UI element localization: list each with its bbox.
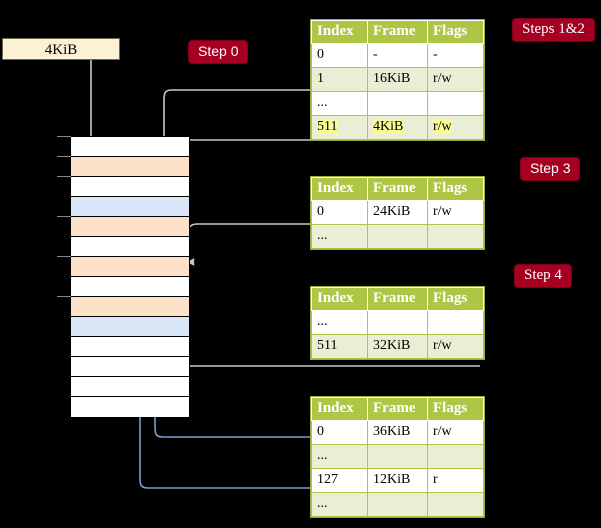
- virtual-address-label: 4KiB: [44, 42, 78, 58]
- badge-step-3: Step 3: [521, 158, 580, 180]
- memory-frame-row: [71, 277, 189, 297]
- table-cell: 24KiB: [367, 200, 428, 225]
- memory-frame-row: [71, 257, 189, 277]
- table-cell: [367, 310, 428, 335]
- table-row: ...: [311, 492, 484, 517]
- table-cell: [367, 492, 428, 517]
- table-cell: 511: [311, 115, 368, 140]
- table-cell: ...: [311, 310, 368, 335]
- badge-step-4-label: Step 4: [524, 267, 562, 283]
- memory-frame-row: [71, 157, 189, 177]
- table-cell: r/w: [427, 67, 484, 92]
- table-row: ...: [311, 310, 484, 335]
- virtual-address-box: 4KiB: [2, 38, 120, 60]
- column-header-index: Index: [311, 397, 368, 421]
- column-header-index: Index: [311, 177, 368, 201]
- memory-frame-row: [71, 317, 189, 337]
- frame-tick-mark: [57, 296, 71, 297]
- column-header-flags: Flags: [427, 287, 484, 311]
- table-cell: 12KiB: [367, 468, 428, 493]
- table-cell: 32KiB: [367, 334, 428, 359]
- memory-frame-row: [71, 177, 189, 197]
- table-cell: [427, 444, 484, 469]
- badge-step-4: Step 4: [515, 265, 571, 287]
- table-cell: 16KiB: [367, 67, 428, 92]
- memory-frame-row: [71, 397, 189, 417]
- table-row: ...: [311, 444, 484, 469]
- badge-step-0-label: Step 0: [198, 43, 239, 59]
- table-cell: -: [427, 43, 484, 68]
- table-cell: [427, 91, 484, 116]
- frame-tick-mark: [57, 216, 71, 217]
- memory-frame-row: [71, 137, 189, 157]
- table-row: 0--: [311, 43, 484, 68]
- table-cell: r/w: [427, 200, 484, 225]
- frame-tick-mark: [57, 136, 71, 137]
- column-header-frame: Frame: [367, 287, 428, 311]
- memory-frame-row: [71, 237, 189, 257]
- table-cell: r/w: [427, 334, 484, 359]
- table-cell: ...: [311, 492, 368, 517]
- column-header-index: Index: [311, 20, 368, 44]
- table-cell: ...: [311, 444, 368, 469]
- badge-steps-1-2: Steps 1&2: [513, 19, 594, 41]
- table-cell: 1: [311, 67, 368, 92]
- memory-frame-row: [71, 297, 189, 317]
- frame-tick-mark: [57, 156, 71, 157]
- table-cell: [367, 91, 428, 116]
- table-cell: 511: [311, 334, 368, 359]
- memory-frame-row: [71, 357, 189, 377]
- badge-steps-1-2-label: Steps 1&2: [522, 21, 585, 37]
- table-cell: r/w: [427, 115, 484, 140]
- memory-frame-row: [71, 377, 189, 397]
- column-header-frame: Frame: [367, 397, 428, 421]
- table-cell: 4KiB: [367, 115, 428, 140]
- column-header-frame: Frame: [367, 20, 428, 44]
- table-cell: r/w: [427, 420, 484, 445]
- table-cell: 0: [311, 420, 368, 445]
- table-cell: -: [367, 43, 428, 68]
- table-cell: 0: [311, 200, 368, 225]
- table-row: ...: [311, 224, 484, 249]
- badge-step-3-label: Step 3: [530, 160, 571, 176]
- column-header-index: Index: [311, 287, 368, 311]
- table-cell: [427, 492, 484, 517]
- table-cell: 36KiB: [367, 420, 428, 445]
- table-cell: [367, 224, 428, 249]
- table-cell: [427, 310, 484, 335]
- column-header-flags: Flags: [427, 397, 484, 421]
- table-cell: r: [427, 468, 484, 493]
- frame-tick-mark: [57, 256, 71, 257]
- column-header-frame: Frame: [367, 177, 428, 201]
- table-cell: [427, 224, 484, 249]
- table-cell: ...: [311, 91, 368, 116]
- physical-memory-column: [70, 136, 190, 417]
- column-header-flags: Flags: [427, 177, 484, 201]
- table-row: ...: [311, 91, 484, 116]
- table-cell: 127: [311, 468, 368, 493]
- memory-frame-row: [71, 217, 189, 237]
- table-cell: 0: [311, 43, 368, 68]
- frame-tick-mark: [57, 176, 71, 177]
- memory-frame-row: [71, 197, 189, 217]
- badge-step-0: Step 0: [189, 41, 248, 63]
- column-header-flags: Flags: [427, 20, 484, 44]
- memory-frame-row: [71, 337, 189, 357]
- table-cell: [367, 444, 428, 469]
- table-cell: ...: [311, 224, 368, 249]
